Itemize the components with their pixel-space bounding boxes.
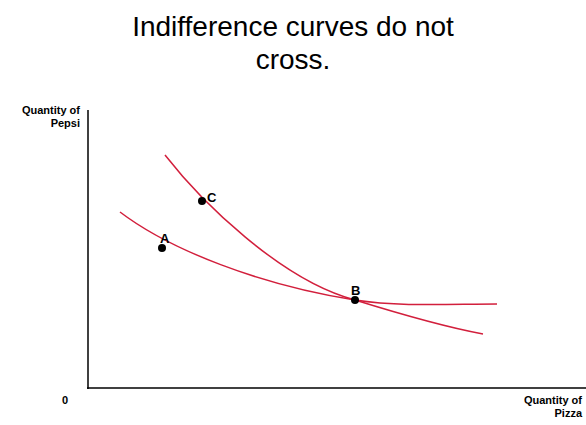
point-label: A	[160, 232, 169, 246]
indifference-curve	[120, 212, 497, 305]
point-label: B	[351, 284, 360, 298]
axis-label: Quantity of Pizza	[512, 394, 582, 420]
point-label: C	[207, 191, 216, 205]
point-dot	[198, 197, 206, 205]
indifference-curve	[165, 155, 483, 334]
chart-title: Indifference curves do not cross.	[118, 10, 468, 76]
origin-label: 0	[62, 394, 68, 407]
x-axis	[87, 387, 586, 389]
axis-label: Quantity of Pepsi	[14, 104, 80, 130]
y-axis	[87, 110, 89, 389]
